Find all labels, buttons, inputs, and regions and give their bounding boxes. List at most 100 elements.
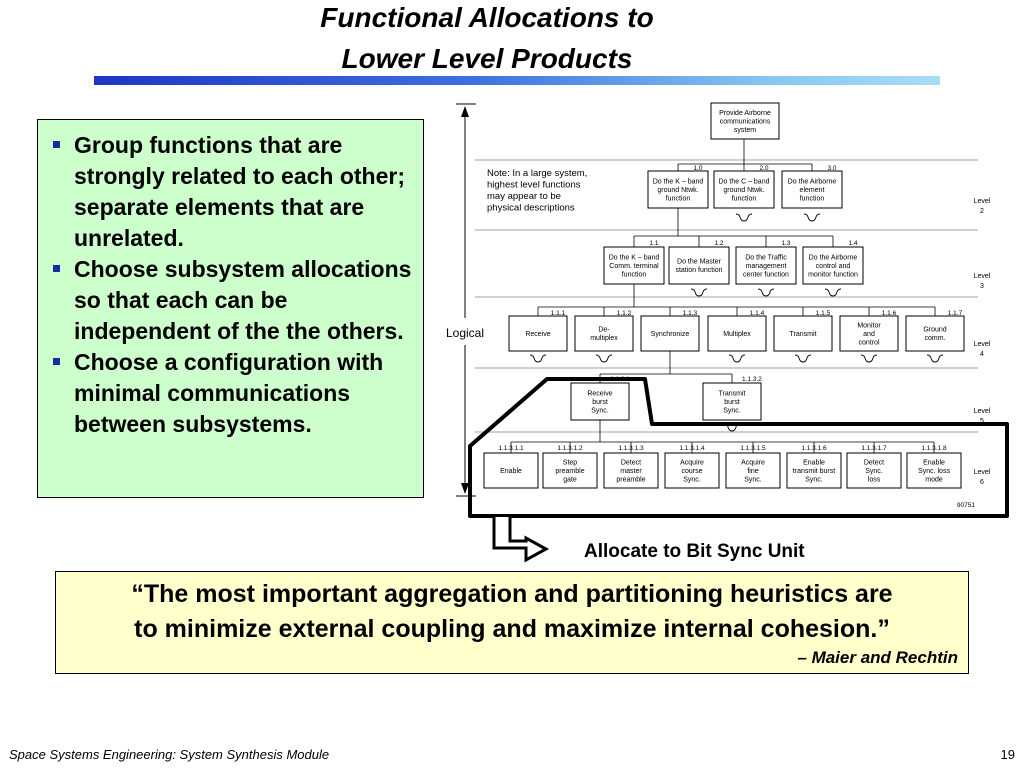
level5-function-box-text: Receive <box>587 390 612 397</box>
title-gradient-bar <box>94 76 940 85</box>
level6-function-box-text: Acquire <box>741 459 765 466</box>
function-number: 2.0 <box>759 165 768 172</box>
slide-title-line-1: Functional Allocations to <box>320 2 654 33</box>
level2-function-box-frame <box>713 170 775 209</box>
level6-function-box-frame <box>483 452 539 489</box>
slide-title-line-2: Lower Level Products <box>341 43 633 74</box>
level6-function-box-text: loss <box>868 476 881 483</box>
level5-function-box-text: burst <box>724 399 740 406</box>
level2-function-box-text: function <box>800 195 825 202</box>
footer-course-title: Space Systems Engineering: System Synthe… <box>9 747 330 762</box>
level4-function-box-text: comm. <box>925 335 946 342</box>
level6-function-box-text: Acquire <box>680 459 704 466</box>
level3-function-box-text: station function <box>675 267 722 274</box>
level4-function-box-frame <box>905 315 965 352</box>
level3-function-box-text: monitor function <box>808 271 858 278</box>
level4-function-box-text: Synchronize <box>651 331 690 338</box>
level6-function-box-text: Sync. <box>683 476 701 483</box>
axis-up-arrow-icon <box>461 106 469 117</box>
decomposition-squiggle-icon <box>735 213 753 222</box>
decomposition-squiggle-icon <box>824 288 842 297</box>
level2-function-box-text: function <box>666 195 691 202</box>
decomposition-squiggle-icon <box>690 288 708 297</box>
level4-function-box: De-multiplex <box>574 315 634 352</box>
level2-function-box-text: element <box>800 187 825 194</box>
level2-function-box-frame <box>647 170 709 209</box>
function-number: 1.1.3.1.2 <box>557 445 583 452</box>
level6-function-box-frame <box>664 452 720 489</box>
quote-text: “The most important aggregation and part… <box>56 577 968 647</box>
function-number: 1.1.3.1.1 <box>498 445 524 452</box>
bullet-item: Choose subsystem allocations so that eac… <box>46 254 415 347</box>
bit-sync-highlight-outline <box>468 377 1009 518</box>
allocate-label: Allocate to Bit Sync Unit <box>584 541 805 562</box>
level6-function-box: Enable <box>483 452 539 489</box>
note-line: physical descriptions <box>487 203 575 214</box>
level6-function-box-text: fine <box>747 468 758 475</box>
top-function-box-text: system <box>734 127 756 134</box>
function-number: 1.1.3.2 <box>742 376 762 383</box>
level2-function-box-text: Do the K – band <box>653 178 704 185</box>
square-bullet-icon <box>53 141 60 148</box>
squiggle-symbols <box>529 213 944 432</box>
level6-function-box-text: Enable <box>923 459 945 466</box>
level6-function-box-text: Sync. <box>865 468 883 475</box>
top-function-box-text: Provide Airborne <box>719 110 771 117</box>
level6-function-box-frame <box>846 452 902 489</box>
level6-function-box-text: preamble <box>616 476 645 483</box>
level4-function-box: Multiplex <box>707 315 767 352</box>
level6-function-box-text: transmit burst <box>793 468 835 475</box>
level4-function-box-text: and <box>863 331 875 338</box>
level5-function-box-frame <box>570 382 630 421</box>
level4-function-box-text: Ground <box>923 327 946 334</box>
bullet-item: Group functions that are strongly relate… <box>46 130 415 254</box>
bullet-text: Choose a configuration with minimal comm… <box>74 349 384 437</box>
level4-function-box-text: Transmit <box>790 331 817 338</box>
axis-label-logical: Logical <box>446 326 484 340</box>
decomposition-squiggle-icon <box>595 354 613 363</box>
level-label-number: 4 <box>980 351 984 358</box>
level4-function-box: Transmit <box>773 315 833 352</box>
decomposition-squiggle-icon <box>803 213 821 222</box>
level3-function-box-text: center function <box>743 271 789 278</box>
function-number: 1.1.2 <box>617 310 632 317</box>
note-line: may appear to be <box>487 191 561 202</box>
level6-function-box-text: Enable <box>803 459 825 466</box>
quote-box: “The most important aggregation and part… <box>55 571 969 674</box>
level4-function-box-text: Monitor <box>857 322 881 329</box>
level-label-word: Level <box>974 198 991 205</box>
square-bullet-icon <box>53 358 60 365</box>
function-number: 1.4 <box>848 240 857 247</box>
bullet-list: Group functions that are strongly relate… <box>38 120 423 440</box>
axis-down-arrow-icon <box>461 483 469 494</box>
level-label-word: Level <box>974 408 991 415</box>
level5-function-box-text: Transmit <box>719 390 746 397</box>
level4-function-box: Receive <box>508 315 568 352</box>
decomposition-squiggle-icon <box>529 354 547 363</box>
decomposition-squiggle-icon <box>757 288 775 297</box>
diagram-note: Note: In a large system,highest level fu… <box>487 168 587 214</box>
function-number: 1.1.3.1.3 <box>618 445 644 452</box>
level3-function-box-text: Comm. terminal <box>609 263 659 270</box>
function-number: 1.1.7 <box>948 310 963 317</box>
level3-function-box-text: function <box>622 271 647 278</box>
function-number: 1.1.3 <box>683 310 698 317</box>
level6-function-box-text: Detect <box>621 459 641 466</box>
decomposition-squiggle-icon <box>860 354 878 363</box>
level-label-number: 3 <box>980 283 984 290</box>
function-number: 3.0 <box>827 165 836 172</box>
level4-function-box-frame <box>773 315 833 352</box>
level6-function-box-frame <box>603 452 659 489</box>
